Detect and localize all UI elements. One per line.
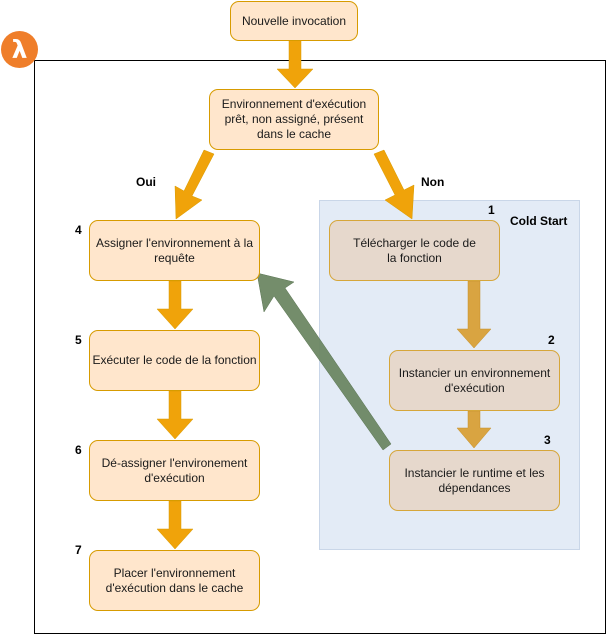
node-step-1-download-code: Télécharger le code de la fonction: [329, 220, 500, 281]
arrow-step1-to-step2: [456, 280, 492, 349]
step-number-4: 4: [75, 223, 82, 237]
aws-lambda-icon: λ: [1, 31, 38, 68]
arrow-decision-to-no: [373, 149, 415, 220]
node-step-6-unassign-env: Dé-assigner l'environement d'exécution: [89, 440, 260, 501]
node-step-5-execute-code: Exécuter le code de la fonction: [89, 330, 260, 391]
label-cold-start: Cold Start: [510, 214, 568, 228]
step-number-7: 7: [75, 543, 82, 557]
lambda-boundary-frame: [34, 60, 606, 634]
arrow-step5-to-step6: [156, 390, 194, 440]
label-branch-no: Non: [421, 175, 445, 189]
arrow-step3-to-step4: [256, 272, 392, 451]
label-branch-yes: Oui: [136, 175, 156, 189]
node-step-7-cache-env: Placer l'environnement d'exécution dans …: [89, 550, 260, 611]
step-number-2: 2: [548, 333, 555, 347]
arrow-decision-to-yes: [174, 149, 215, 220]
step-number-1: 1: [488, 203, 495, 217]
arrow-step4-to-step5: [156, 280, 194, 330]
arrow-invocation-to-decision: [276, 39, 314, 89]
step-number-6: 6: [75, 443, 82, 457]
arrow-step6-to-step7: [156, 500, 194, 550]
node-step-3-instantiate-runtime: Instancier le runtime et les dépendances: [389, 450, 560, 511]
node-decision-env-ready: Environnement d'exécution prêt, non assi…: [209, 89, 379, 150]
arrow-step2-to-step3: [456, 410, 492, 449]
node-step-2-instantiate-env: Instancier un environnement d'exécution: [389, 350, 560, 411]
node-step-4-assign-env: Assigner l'environnement à la requête: [89, 220, 260, 281]
node-new-invocation: Nouvelle invocation: [230, 1, 358, 41]
step-number-3: 3: [544, 433, 551, 447]
step-number-5: 5: [75, 333, 82, 347]
